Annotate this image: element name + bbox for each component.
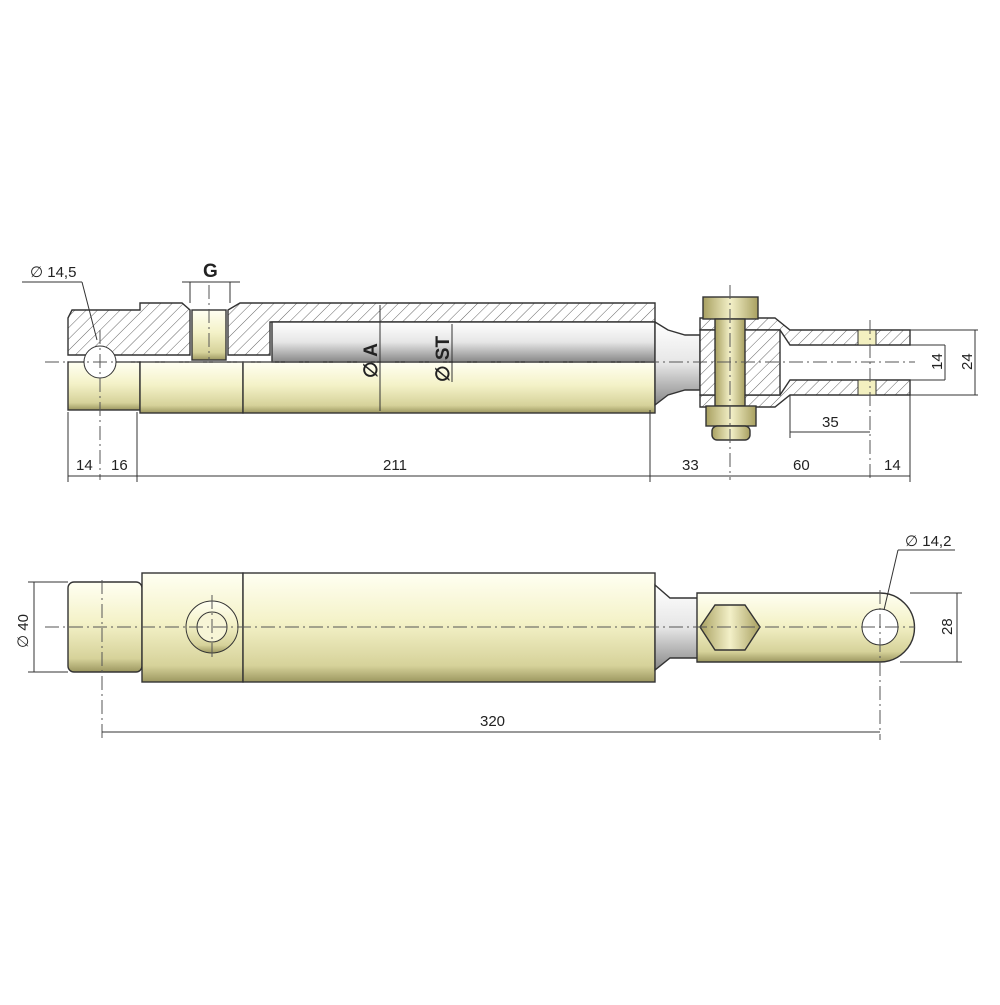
dim-14-right: 14 (884, 457, 901, 474)
dim-clevis-width: 24 (959, 353, 976, 370)
dim-clevis-slot: 14 (929, 353, 946, 370)
port-block-lower (139, 361, 244, 414)
rod-diameter-label: ∅ ST (433, 335, 454, 382)
horizontal-dimension-chain: 14 16 211 33 60 14 (67, 395, 911, 482)
dim-14-left: 14 (76, 457, 93, 474)
dim-211: 211 (383, 457, 407, 474)
dim-overall-length: 320 (480, 713, 505, 730)
dim-35: 35 (822, 414, 839, 431)
bore-diameter-label: ∅ A (361, 343, 382, 378)
rear-cap-section (67, 302, 191, 356)
nut (705, 405, 757, 427)
port-label: G (203, 261, 218, 282)
dim-16: 16 (111, 457, 128, 474)
piston-bore (271, 321, 656, 363)
dim-eye-hole: ∅ 14,2 (905, 533, 951, 550)
dim-33: 33 (682, 457, 699, 474)
bolt-end (711, 425, 751, 441)
clevis-pin-bore-upper (857, 329, 877, 346)
dim-diameter-40: ∅ 40 (15, 614, 32, 648)
barrel-lower (242, 361, 656, 414)
dim-eye-width: 28 (939, 618, 956, 635)
piston-rod (654, 320, 701, 407)
top-view: G ∅ A ∅ ST ∅ 14,5 14 16 211 33 60 14 35 (22, 261, 978, 482)
dim-60: 60 (793, 457, 810, 474)
pin-hole-diameter-label: ∅ 14,5 (30, 264, 76, 281)
clevis-pin-bore-lower (857, 379, 877, 396)
bottom-view: ∅ 40 28 ∅ 14,2 320 (15, 533, 962, 740)
eye-plate (696, 592, 916, 663)
